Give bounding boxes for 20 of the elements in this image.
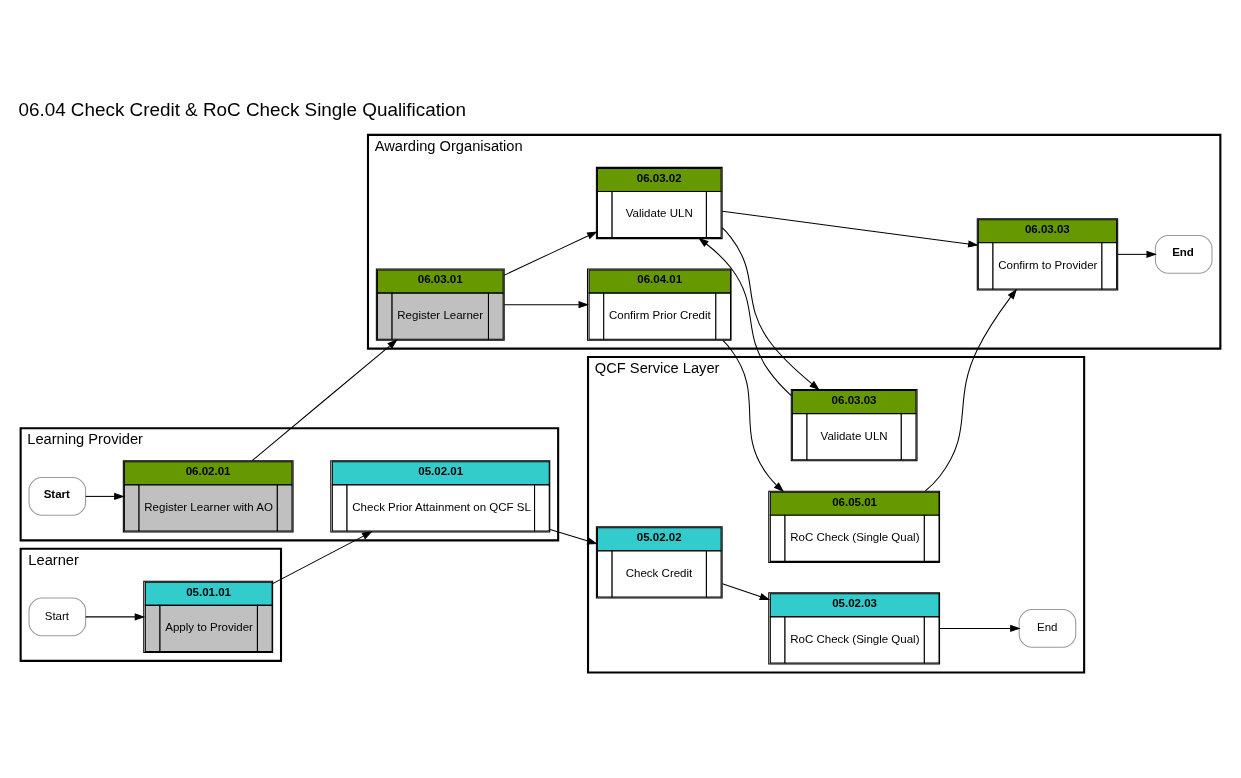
arrow: [503, 301, 589, 309]
arrow: [939, 624, 1021, 633]
arrow: [549, 528, 598, 545]
node-box: Start: [28, 597, 87, 637]
arrow: [698, 237, 792, 397]
node-box: Start: [28, 477, 87, 516]
node-box: End: [1018, 609, 1077, 648]
arrow: [722, 339, 784, 493]
arrow: [721, 227, 820, 391]
arrow: [503, 231, 598, 276]
arrow: [721, 210, 979, 248]
arrow: [721, 583, 771, 601]
arrow: [85, 492, 125, 501]
arrow: [85, 613, 146, 621]
diagram-title: 06.04 Check Credit & RoC Check Single Qualification: [18, 99, 467, 121]
arrow: [924, 288, 1018, 492]
arrow: [251, 339, 398, 462]
node-box: End: [1154, 234, 1213, 274]
arrow: [1117, 250, 1157, 259]
arrow: [272, 531, 373, 585]
